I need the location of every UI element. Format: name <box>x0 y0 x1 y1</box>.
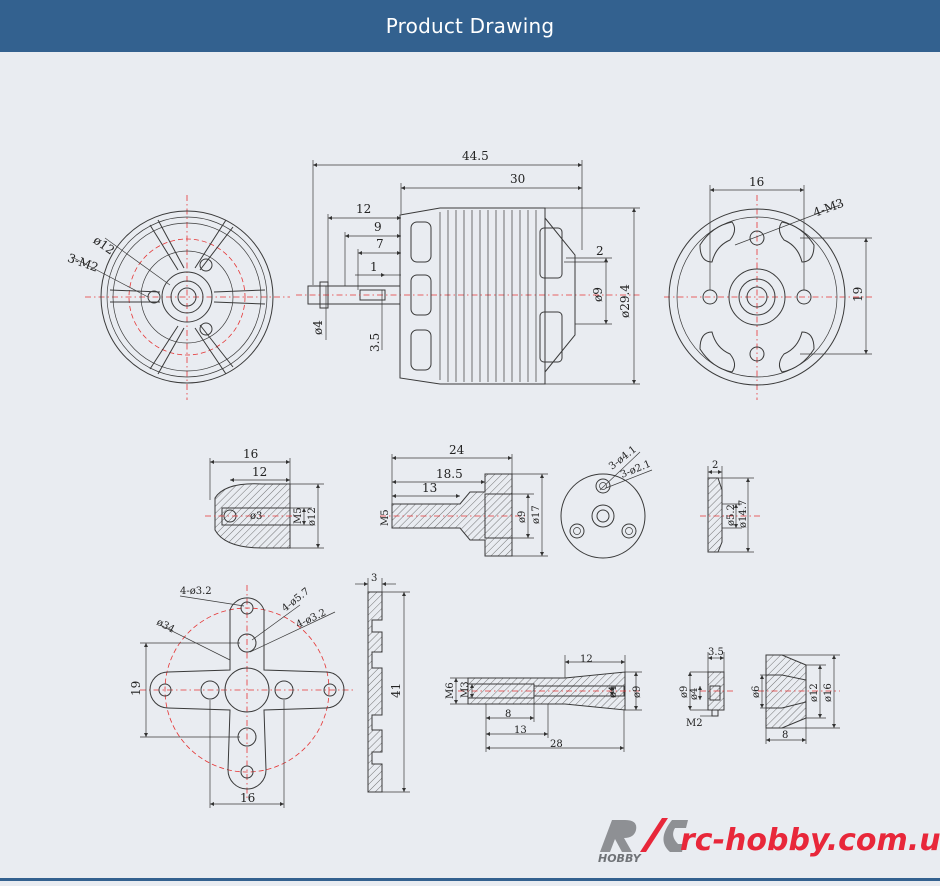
washer-d14-7: ø14.7 <box>738 500 749 528</box>
adapter-d9: ø9 <box>517 511 528 523</box>
adapter-l13: 13 <box>422 481 437 495</box>
drawing-canvas: ø12 3-M2 <box>0 52 940 881</box>
back-width-label: 16 <box>749 175 764 189</box>
dim-shaft-12: 12 <box>356 202 371 216</box>
prop-nut-section: 16 12 ø3 M5 ø12 <box>205 447 324 549</box>
shaft-d9: ø9 <box>632 686 643 698</box>
dim-overall-length: 44.5 <box>462 149 489 163</box>
cooling-fins <box>439 210 537 382</box>
front-view: ø12 3-M2 <box>66 195 290 400</box>
shaft-adapter-section: 12 M6 M3 ø4 ø9 8 13 28 <box>445 654 643 752</box>
small-screw-section: 3.5 ø9 ø4 M2 <box>679 647 735 729</box>
screw-t3-5: 3.5 <box>708 647 724 658</box>
xmount-h19: 19 <box>129 681 143 696</box>
collar-l8: 8 <box>782 730 788 741</box>
watermark-url: rc-hobby.com.ua <box>680 823 940 858</box>
washer-d5-2: ø5.2 <box>726 504 737 526</box>
dim-body-length: 30 <box>510 172 525 186</box>
screw-d9: ø9 <box>679 686 690 698</box>
x-mount-view: 4-ø3.2 4-ø5.7 4-ø3.2 ø34 19 16 <box>129 585 355 808</box>
mount-t3: 3 <box>371 573 377 584</box>
side-view: 44.5 30 12 9 7 1 ø4 3.5 ø9 2 ø29.4 <box>296 149 640 385</box>
product-drawing: ø12 3-M2 <box>66 149 940 865</box>
dim-shaft-7: 7 <box>376 237 384 251</box>
dim-flat: 3.5 <box>368 333 382 352</box>
front-holes-label: 3-M2 <box>66 251 101 275</box>
collar-section: ø6 ø12 ø16 8 <box>751 654 840 744</box>
adapter-l24: 24 <box>449 443 465 457</box>
nut-dia: ø12 <box>307 507 318 526</box>
shaft-l12: 12 <box>580 654 593 665</box>
adapter-thread: M5 <box>380 509 391 526</box>
collar-d6: ø6 <box>751 686 762 698</box>
nut-w16: 16 <box>243 447 258 461</box>
shaft-m3: M3 <box>460 681 471 698</box>
xmount-w16: 16 <box>240 791 255 805</box>
shaft-d4: ø4 <box>608 686 619 698</box>
nut-hole: ø3 <box>250 511 262 522</box>
xmount-circle: ø34 <box>155 617 177 636</box>
nut-thread: M5 <box>293 507 304 524</box>
xmount-holes-a: 4-ø3.2 <box>180 586 212 597</box>
back-view: 16 4-M3 19 <box>664 175 872 400</box>
xmount-holes-b: 4-ø5.7 <box>280 586 312 614</box>
dim-shaft-1: 1 <box>370 260 378 274</box>
collar-d12: ø12 <box>809 683 820 702</box>
dim-gap-2: 2 <box>596 244 604 258</box>
shaft-l13: 13 <box>514 725 527 736</box>
washer-section: 2 ø5.2 ø14.7 <box>700 460 760 553</box>
bottom-border <box>0 878 940 881</box>
dim-body-dia: ø29.4 <box>618 284 632 318</box>
shaft-l8: 8 <box>505 709 511 720</box>
shaft-m6: M6 <box>445 682 456 699</box>
nut-w12: 12 <box>252 465 267 479</box>
dim-shaft-9: 9 <box>374 220 382 234</box>
page-title: Product Drawing <box>385 14 555 38</box>
washer-t2: 2 <box>712 460 718 471</box>
adapter-l18-5: 18.5 <box>436 467 463 481</box>
xmount-holes-c: 4-ø3.2 <box>295 607 328 630</box>
collar-d16: ø16 <box>823 683 834 702</box>
shaft-l28: 28 <box>550 739 563 750</box>
watermark: HOBBY rc-hobby.com.ua <box>598 818 940 865</box>
rc-hobby-logo: HOBBY <box>598 818 688 865</box>
header-bar: Product Drawing <box>0 0 940 52</box>
dim-bearing-dia: ø9 <box>591 287 605 302</box>
svg-text:HOBBY: HOBBY <box>598 852 642 865</box>
back-holes-label: 4-M3 <box>811 196 846 220</box>
dim-shaft-dia: ø4 <box>311 320 325 335</box>
screw-d4: ø4 <box>689 688 700 700</box>
mount-h41: 41 <box>389 683 403 698</box>
prop-adapter-section: 24 18.5 13 M5 ø9 ø17 <box>380 443 548 557</box>
back-height-label: 19 <box>851 287 865 302</box>
mount-side-section: 3 41 <box>355 573 410 793</box>
adapter-d17: ø17 <box>531 505 542 524</box>
screw-m2: M2 <box>686 718 703 729</box>
adapter-face-view: 3-ø4.1 3-ø2.1 <box>560 444 652 559</box>
